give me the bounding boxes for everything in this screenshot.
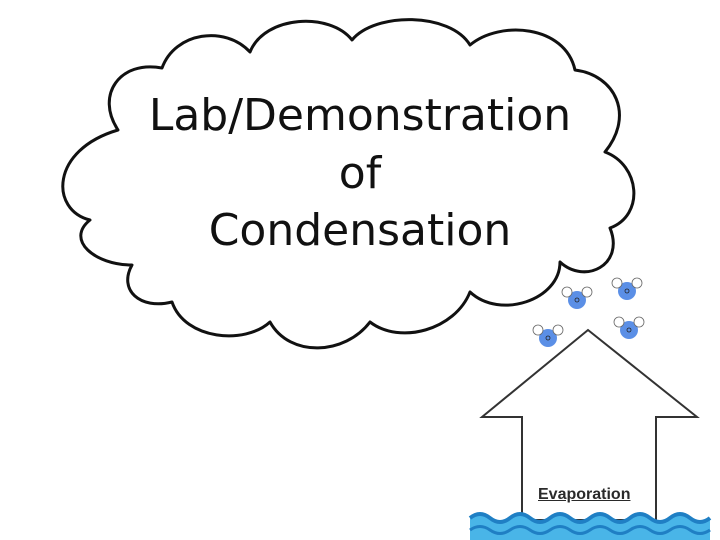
up-arrow-shape — [479, 328, 700, 521]
cloud-shape — [61, 18, 636, 350]
water-molecule-icon — [532, 324, 564, 347]
water-molecule-icon — [561, 286, 593, 309]
evaporation-label: Evaporation — [538, 486, 631, 503]
water-molecule-icon — [611, 277, 643, 300]
title-line-2: of — [338, 148, 382, 199]
title-line-3: Condensation — [208, 205, 512, 256]
title-line-1: Lab/Demonstration — [148, 90, 572, 141]
water-molecule-icon — [613, 316, 645, 339]
water-waves — [468, 512, 712, 540]
